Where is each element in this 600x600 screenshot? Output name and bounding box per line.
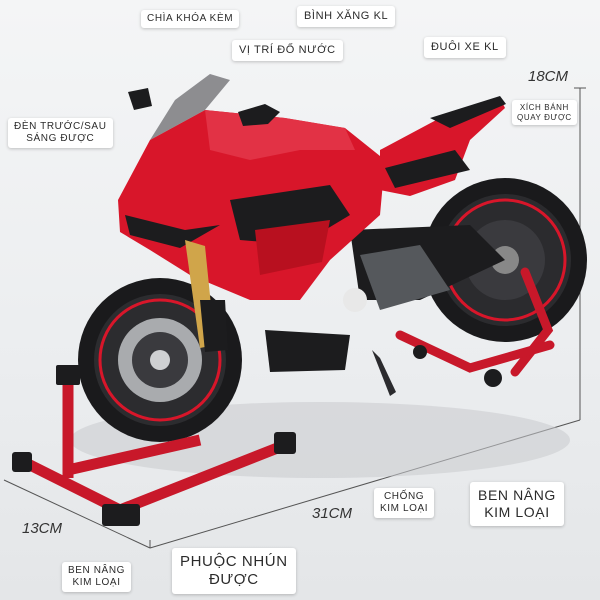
dimension-length: 31CM <box>312 505 353 522</box>
front-stand <box>17 375 288 516</box>
callout-wheel-spin-line1: XÍCH BÁNH <box>519 103 569 112</box>
front-wheel <box>78 278 242 442</box>
callout-tail-text: ĐUÔI XE KL <box>431 41 499 53</box>
callout-key-text: CHÌA KHÓA KÈM <box>147 13 234 24</box>
callout-kickstand: CHỐNG KIM LOẠI <box>374 488 435 518</box>
callout-lights-line2: SÁNG ĐƯỢC <box>26 133 95 144</box>
callout-wheel-spin: XÍCH BÁNH QUAY ĐƯỢC <box>512 100 577 126</box>
callout-suspension: PHUỘC NHÚN ĐƯỢC <box>172 548 296 594</box>
callout-wheel-spin-line2: QUAY ĐƯỢC <box>517 112 572 122</box>
callout-rear-stand: BEN NÂNG KIM LOẠI <box>470 482 564 526</box>
callout-water-cap-text: VỊ TRÍ ĐỔ NƯỚC <box>239 44 336 56</box>
callout-kickstand-line1: CHỐNG <box>383 491 425 502</box>
dimension-height: 18CM <box>528 68 569 85</box>
callout-lights: ĐÈN TRƯỚC/SAU SÁNG ĐƯỢC <box>8 118 113 148</box>
callout-key: CHÌA KHÓA KÈM <box>141 10 240 28</box>
callout-fuel-tank-text: BÌNH XĂNG KL <box>304 10 389 22</box>
callout-lights-line1: ĐÈN TRƯỚC/SAU <box>14 121 107 132</box>
callout-rear-stand-line2: KIM LOẠI <box>484 503 550 520</box>
dimension-width: 13CM <box>22 520 63 537</box>
callout-tail: ĐUÔI XE KL <box>424 37 506 59</box>
callout-suspension-line1: PHUỘC NHÚN <box>180 553 288 570</box>
callout-rear-stand-line1: BEN NÂNG <box>478 487 556 503</box>
callout-suspension-line2: ĐƯỢC <box>208 571 259 588</box>
callout-water-cap: VỊ TRÍ ĐỔ NƯỚC <box>232 40 343 62</box>
callout-front-stand-line1: BEN NÂNG <box>68 565 126 576</box>
callout-kickstand-line2: KIM LOẠI <box>380 503 429 514</box>
callout-front-stand: BEN NÂNG KIM LOẠI <box>62 562 132 592</box>
callout-front-stand-line2: KIM LOẠI <box>72 577 121 588</box>
callout-fuel-tank: BÌNH XĂNG KL <box>297 6 396 28</box>
